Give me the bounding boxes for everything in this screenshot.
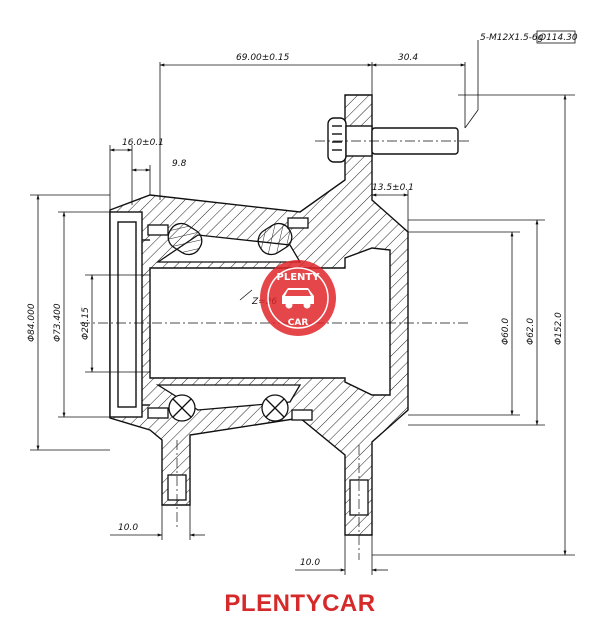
- dim-flange-to-stud: 69.00±0.15: [236, 53, 290, 63]
- bottom-ears: [167, 474, 369, 516]
- dim-stud-length: 30.4: [398, 53, 418, 63]
- outer-ring-cavity: [109, 211, 150, 418]
- lower-bearing-row: [147, 384, 313, 422]
- brand-caption: PLENTYCAR: [224, 590, 376, 617]
- dim-hub-step: 13.5±0.1: [372, 183, 414, 193]
- pcd-label: O114.30: [539, 33, 578, 43]
- watermark-top-text: PLENTY: [277, 272, 321, 283]
- dim-ear-left: 10.0: [118, 523, 138, 533]
- dim-inner-offset: 9.8: [172, 159, 187, 169]
- dia-152-label: Φ152.0: [554, 312, 564, 345]
- dia-28-label: Φ28.15: [81, 307, 91, 340]
- pcd-box: [536, 30, 576, 44]
- dim-ear-right: 10.0: [300, 558, 320, 568]
- dim-outer-width: 16.0±0.1: [122, 138, 164, 148]
- dia-60-label: Φ60.0: [501, 318, 511, 345]
- hub-bearing-technical-drawing: 5-M12X1.5-6g O114.30 69.00±0.15 30.4 16.…: [27, 30, 578, 575]
- plentycar-watermark: PLENTY CAR: [260, 260, 336, 336]
- car-icon: [282, 288, 314, 304]
- watermark-bottom-text: CAR: [288, 318, 309, 328]
- dia-73-label: Φ73.400: [53, 303, 63, 342]
- upper-bearing-row: [147, 217, 309, 263]
- dia-62-label: Φ62.0: [526, 318, 536, 345]
- thread-spec-label: 5-M12X1.5-6g: [480, 33, 544, 43]
- dia-84-label: Φ84.000: [27, 303, 37, 342]
- dimension-lines: [30, 40, 575, 575]
